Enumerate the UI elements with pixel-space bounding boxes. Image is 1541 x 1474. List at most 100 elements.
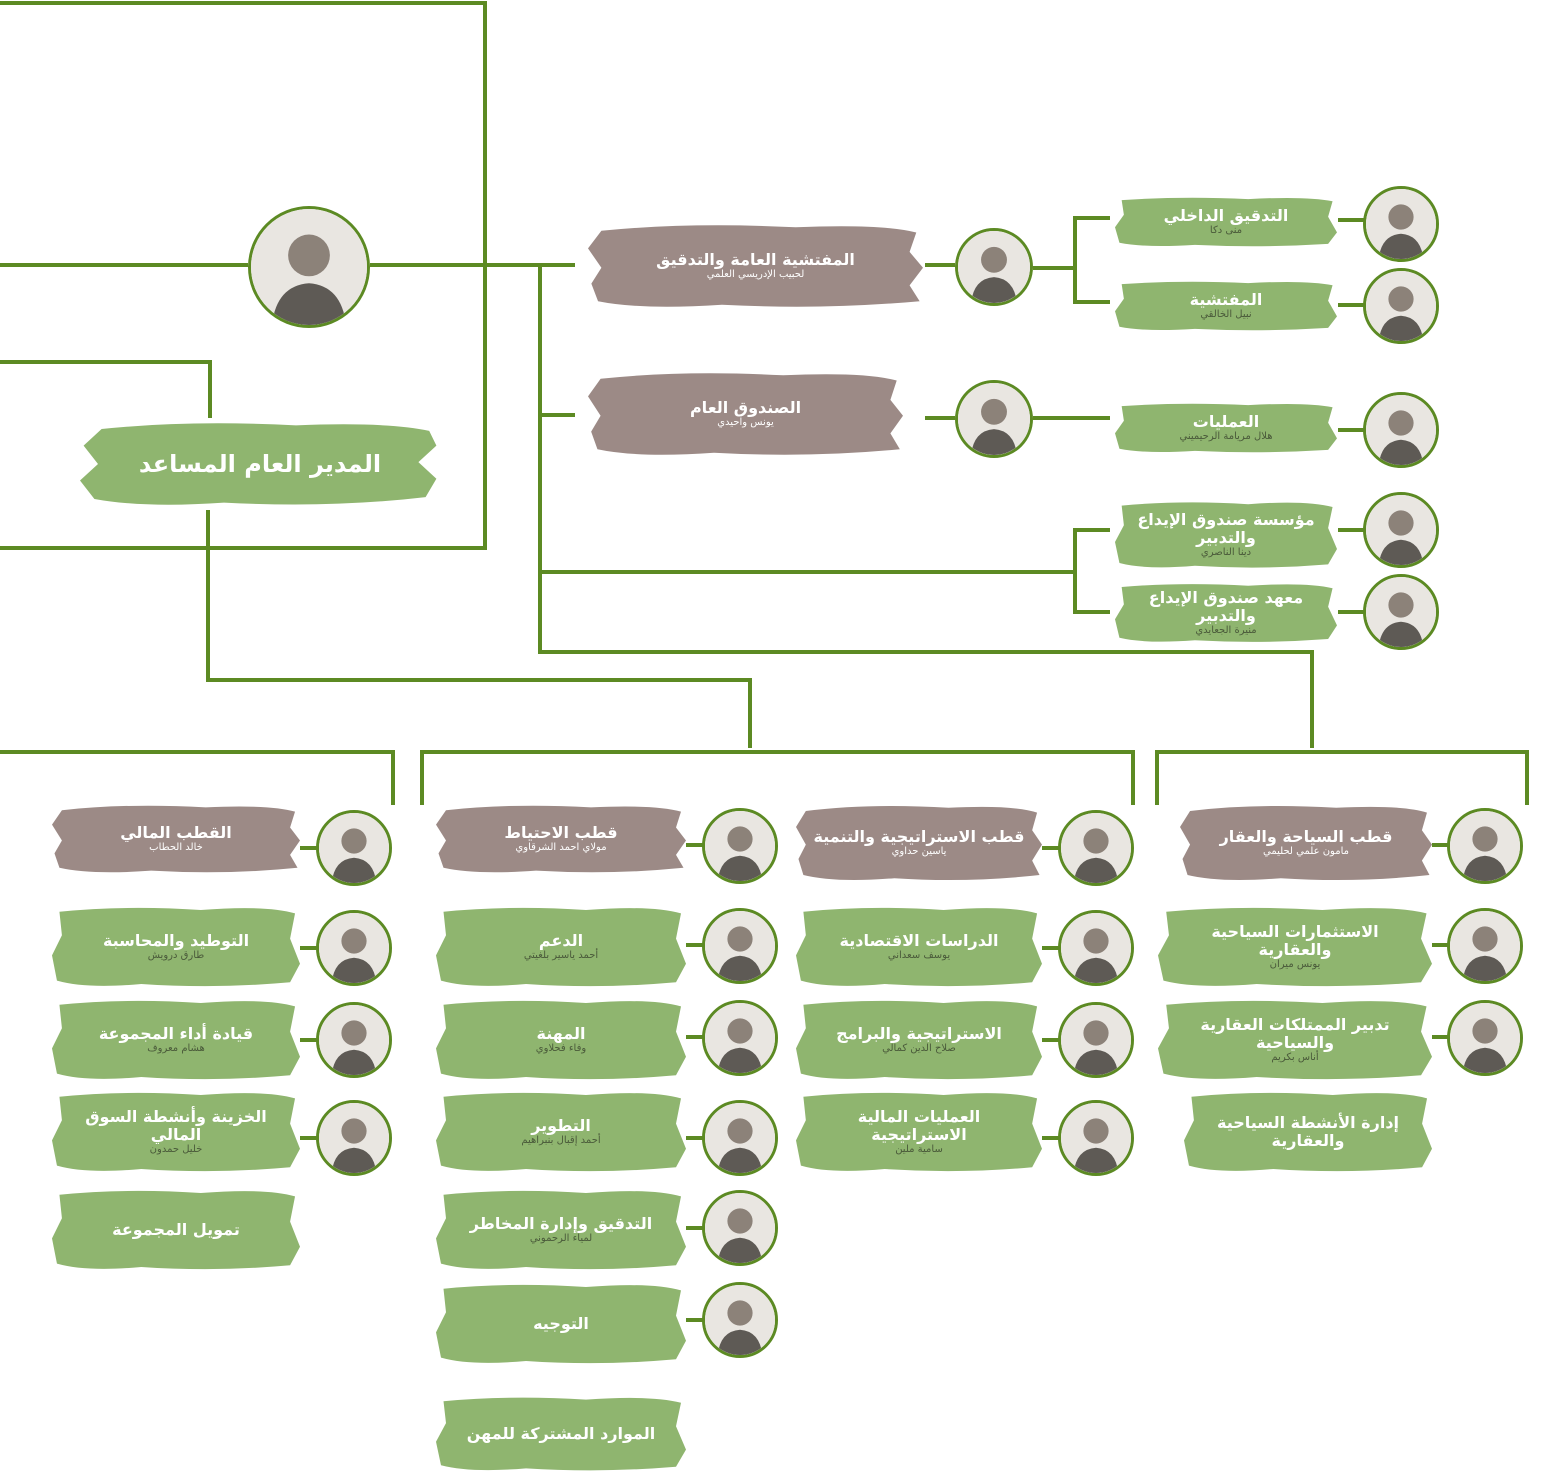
reserve-head-portrait [702, 808, 778, 884]
brush-stroke [80, 423, 437, 505]
strategy-head-title: قطب الاستراتيجية والتنمية [813, 827, 1025, 846]
person-silhouette-icon [705, 1003, 775, 1073]
development-name: أحمد إقبال بنبراهيم [521, 1135, 601, 1146]
treasury-name: خليل حمدون [149, 1144, 203, 1155]
inspection-name: لحبيب الإدريسي العلمي [706, 269, 805, 280]
guidance-box: التوجيه [436, 1282, 686, 1366]
person-silhouette-icon [1061, 813, 1131, 883]
cdg-institute-name: منيرة الجعايدي [1195, 625, 1257, 636]
internal-audit-portrait [1363, 186, 1439, 262]
group-performance-name: هشام معروف [147, 1043, 205, 1054]
person-silhouette-icon [705, 1103, 775, 1173]
investments-name: يونس ميران [1269, 959, 1321, 970]
economic-studies-title: الدراسات الاقتصادية [839, 931, 999, 950]
person-silhouette-icon [1366, 271, 1436, 341]
finance-head-title: القطب المالي [120, 823, 232, 842]
support-name: أحمد ياسير بلغيتي [523, 950, 599, 961]
cdg-institute-title: معهد صندوق الإيداع والتدبير [1148, 588, 1304, 625]
operations-title: العمليات [1192, 412, 1260, 431]
person-silhouette-icon [1061, 1005, 1131, 1075]
person-silhouette-icon [251, 209, 367, 325]
treasury-title: الخزينة وأنشطة السوق المالي [85, 1107, 267, 1144]
audit-risk-box: التدقيق وإدارة المخاطر لمياء الرحموني [436, 1188, 686, 1272]
strategic-financial-ops-title: العمليات المالية الاستراتيجية [857, 1107, 981, 1144]
development-title: التطوير [531, 1116, 591, 1135]
inspectorate-name: نبيل الخالقي [1200, 309, 1252, 320]
tourism-head-name: مامون علمي لحليمي [1263, 846, 1349, 857]
internal-audit-title: التدقيق الداخلي [1163, 206, 1289, 225]
property-mgmt-title: تدبير الممتلكات العقارية والسياحية [1200, 1015, 1390, 1052]
profession-name: وفاء فحلاوي [535, 1043, 587, 1054]
general-fund-box: الصندوق العام يونس واحيدي [588, 370, 903, 458]
inspection-box: المفتشية العامة والتدقيق لحبيب الإدريسي … [588, 222, 923, 310]
strategy-programs-portrait [1058, 1002, 1134, 1078]
economic-studies-box: الدراسات الاقتصادية يوسف سعداني [796, 905, 1042, 989]
shared-resources-box: الموارد المشتركة للمهن [436, 1395, 686, 1473]
finance-head-portrait [316, 810, 392, 886]
person-silhouette-icon [319, 813, 389, 883]
support-portrait [702, 908, 778, 984]
person-silhouette-icon [1366, 395, 1436, 465]
strategic-financial-ops-box: العمليات المالية الاستراتيجية سامية ملين [796, 1090, 1042, 1174]
general-fund-title: الصندوق العام [689, 398, 802, 417]
internal-audit-box: التدقيق الداخلي منى دكا [1115, 196, 1337, 248]
operations-portrait [1363, 392, 1439, 468]
investments-box: الاستثمارات السياحية والعقارية يونس ميرا… [1158, 905, 1432, 989]
cdg-institute-portrait [1363, 574, 1439, 650]
strategic-financial-ops-portrait [1058, 1100, 1134, 1176]
tourism-head-box: قطب السياحة والعقار مامون علمي لحليمي [1180, 803, 1432, 883]
strategy-head-box: قطب الاستراتيجية والتنمية ياسين حداوي [796, 803, 1042, 883]
group-performance-portrait [316, 1002, 392, 1078]
internal-audit-name: منى دكا [1209, 225, 1243, 236]
strategy-head-portrait [1058, 810, 1134, 886]
person-silhouette-icon [319, 1103, 389, 1173]
cdg-institute-box: معهد صندوق الإيداع والتدبير منيرة الجعاي… [1115, 582, 1337, 644]
tourism-head-title: قطب السياحة والعقار [1219, 827, 1393, 846]
consolidation-portrait [316, 910, 392, 986]
profession-portrait [702, 1000, 778, 1076]
strategy-programs-title: الاستراتيجية والبرامج [836, 1024, 1002, 1043]
guidance-portrait [702, 1282, 778, 1358]
person-silhouette-icon [958, 383, 1030, 455]
inspection-title: المفتشية العامة والتدقيق [656, 250, 855, 269]
group-financing-box: تمويل المجموعة [52, 1188, 300, 1272]
general-fund-portrait [955, 380, 1033, 458]
general-fund-name: يونس واحيدي [717, 417, 774, 428]
activities-mgmt-title: إدارة الأنشطة السياحية والعقارية [1216, 1113, 1400, 1150]
assistant-gm-box: المدير العام المساعد [80, 418, 440, 510]
development-portrait [702, 1100, 778, 1176]
cdg-foundation-portrait [1363, 492, 1439, 568]
finance-head-name: خالد الحطاب [149, 842, 203, 853]
support-box: الدعم أحمد ياسير بلغيتي [436, 905, 686, 989]
group-performance-title: قيادة أداء المجموعة [98, 1024, 254, 1043]
cdg-foundation-title: مؤسسة صندوق الإيداع والتدبير [1137, 510, 1315, 547]
activities-mgmt-box: إدارة الأنشطة السياحية والعقارية [1184, 1090, 1432, 1174]
operations-box: العمليات هلال مريامة الرحيميني [1115, 402, 1337, 454]
person-silhouette-icon [1366, 577, 1436, 647]
investments-title: الاستثمارات السياحية والعقارية [1211, 922, 1379, 959]
investments-portrait [1447, 908, 1523, 984]
cdg-foundation-box: مؤسسة صندوق الإيداع والتدبير دينا الناصر… [1115, 500, 1337, 570]
consolidation-title: التوطيد والمحاسبة [102, 931, 250, 950]
economic-studies-portrait [1058, 910, 1134, 986]
strategy-programs-box: الاستراتيجية والبرامج صلاح الدين كمالي [796, 998, 1042, 1082]
support-title: الدعم [538, 931, 584, 950]
person-silhouette-icon [705, 1193, 775, 1263]
person-silhouette-icon [958, 231, 1030, 303]
assistant-gm-title: المدير العام المساعد [138, 450, 382, 478]
audit-risk-portrait [702, 1190, 778, 1266]
inspectorate-portrait [1363, 268, 1439, 344]
audit-risk-name: لمياء الرحموني [529, 1233, 593, 1244]
person-silhouette-icon [705, 811, 775, 881]
assistant-gm-portrait [248, 206, 370, 328]
strategy-programs-name: صلاح الدين كمالي [882, 1043, 956, 1054]
treasury-portrait [316, 1100, 392, 1176]
strategy-head-name: ياسين حداوي [891, 846, 947, 857]
inspection-portrait [955, 228, 1033, 306]
profession-box: المهنة وفاء فحلاوي [436, 998, 686, 1082]
person-silhouette-icon [1061, 913, 1131, 983]
person-silhouette-icon [1450, 811, 1520, 881]
person-silhouette-icon [319, 913, 389, 983]
person-silhouette-icon [1450, 911, 1520, 981]
audit-risk-title: التدقيق وإدارة المخاطر [469, 1214, 653, 1233]
